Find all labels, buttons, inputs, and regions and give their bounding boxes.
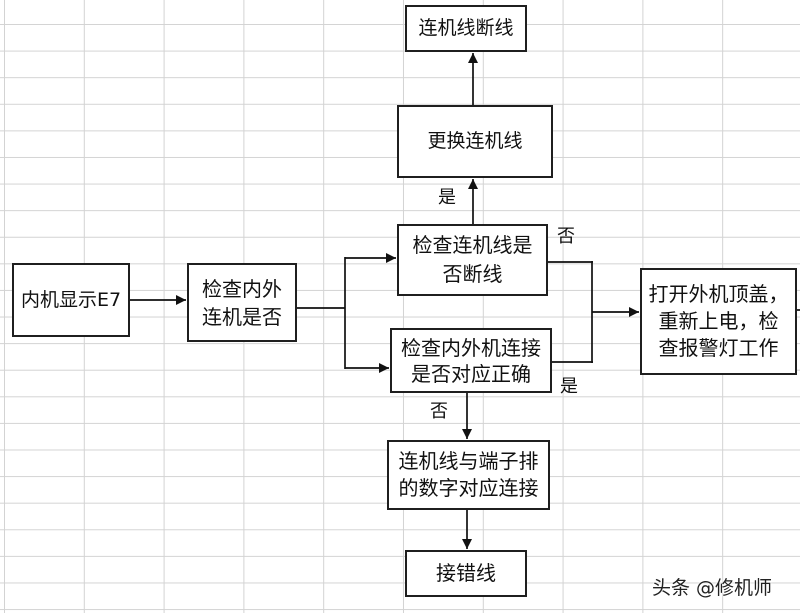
node-text-line: 更换连机线 [427, 130, 523, 152]
node-text-line: 检查内外机连接 [401, 335, 541, 360]
node-replace-cable: 更换连机线 [397, 105, 553, 178]
edge-label-yes-from-match-check: 是 [560, 376, 578, 397]
node-text-line: 检查内外 [202, 276, 282, 301]
node-reconnect-terminal: 连机线与端子排 的数字对应连接 [387, 440, 550, 510]
node-text-line: 的数字对应连接 [398, 476, 539, 500]
watermark: 头条 @修机师 [652, 577, 773, 599]
node-text-line: 是否对应正确 [411, 361, 531, 386]
node-text-line: 检查连机线是 [412, 233, 533, 257]
node-text-line: 连机是否 [202, 304, 282, 329]
node-indoor-display-e7: 内机显示E7 [12, 263, 130, 337]
node-open-outdoor-cover: 打开外机顶盖， 重新上电，检 查报警灯工作 [640, 268, 797, 375]
node-text-line: 连机线断线 [418, 17, 514, 39]
edge-label-no-from-cable-check: 否 [557, 226, 575, 247]
node-cable-disconnected: 连机线断线 [405, 5, 527, 52]
node-check-cable-broken: 检查连机线是 否断线 [397, 224, 548, 296]
node-check-connection: 检查内外 连机是否 [187, 263, 297, 342]
node-text-line: 重新上电，检 [658, 309, 779, 333]
node-miswired: 接错线 [405, 550, 527, 597]
node-check-connection-match: 检查内外机连接 是否对应正确 [390, 328, 552, 393]
node-text-line: 接错线 [436, 561, 496, 585]
node-text-line: 内机显示E7 [20, 288, 122, 311]
node-text-line: 否断线 [442, 262, 503, 286]
node-text-line: 连机线与端子排 [398, 449, 539, 473]
edge-label-no-to-reconnect: 否 [430, 401, 448, 422]
node-text-line: 打开外机顶盖， [648, 282, 789, 306]
node-text-line: 查报警灯工作 [658, 336, 779, 360]
edge-label-yes-to-replace: 是 [438, 187, 456, 208]
